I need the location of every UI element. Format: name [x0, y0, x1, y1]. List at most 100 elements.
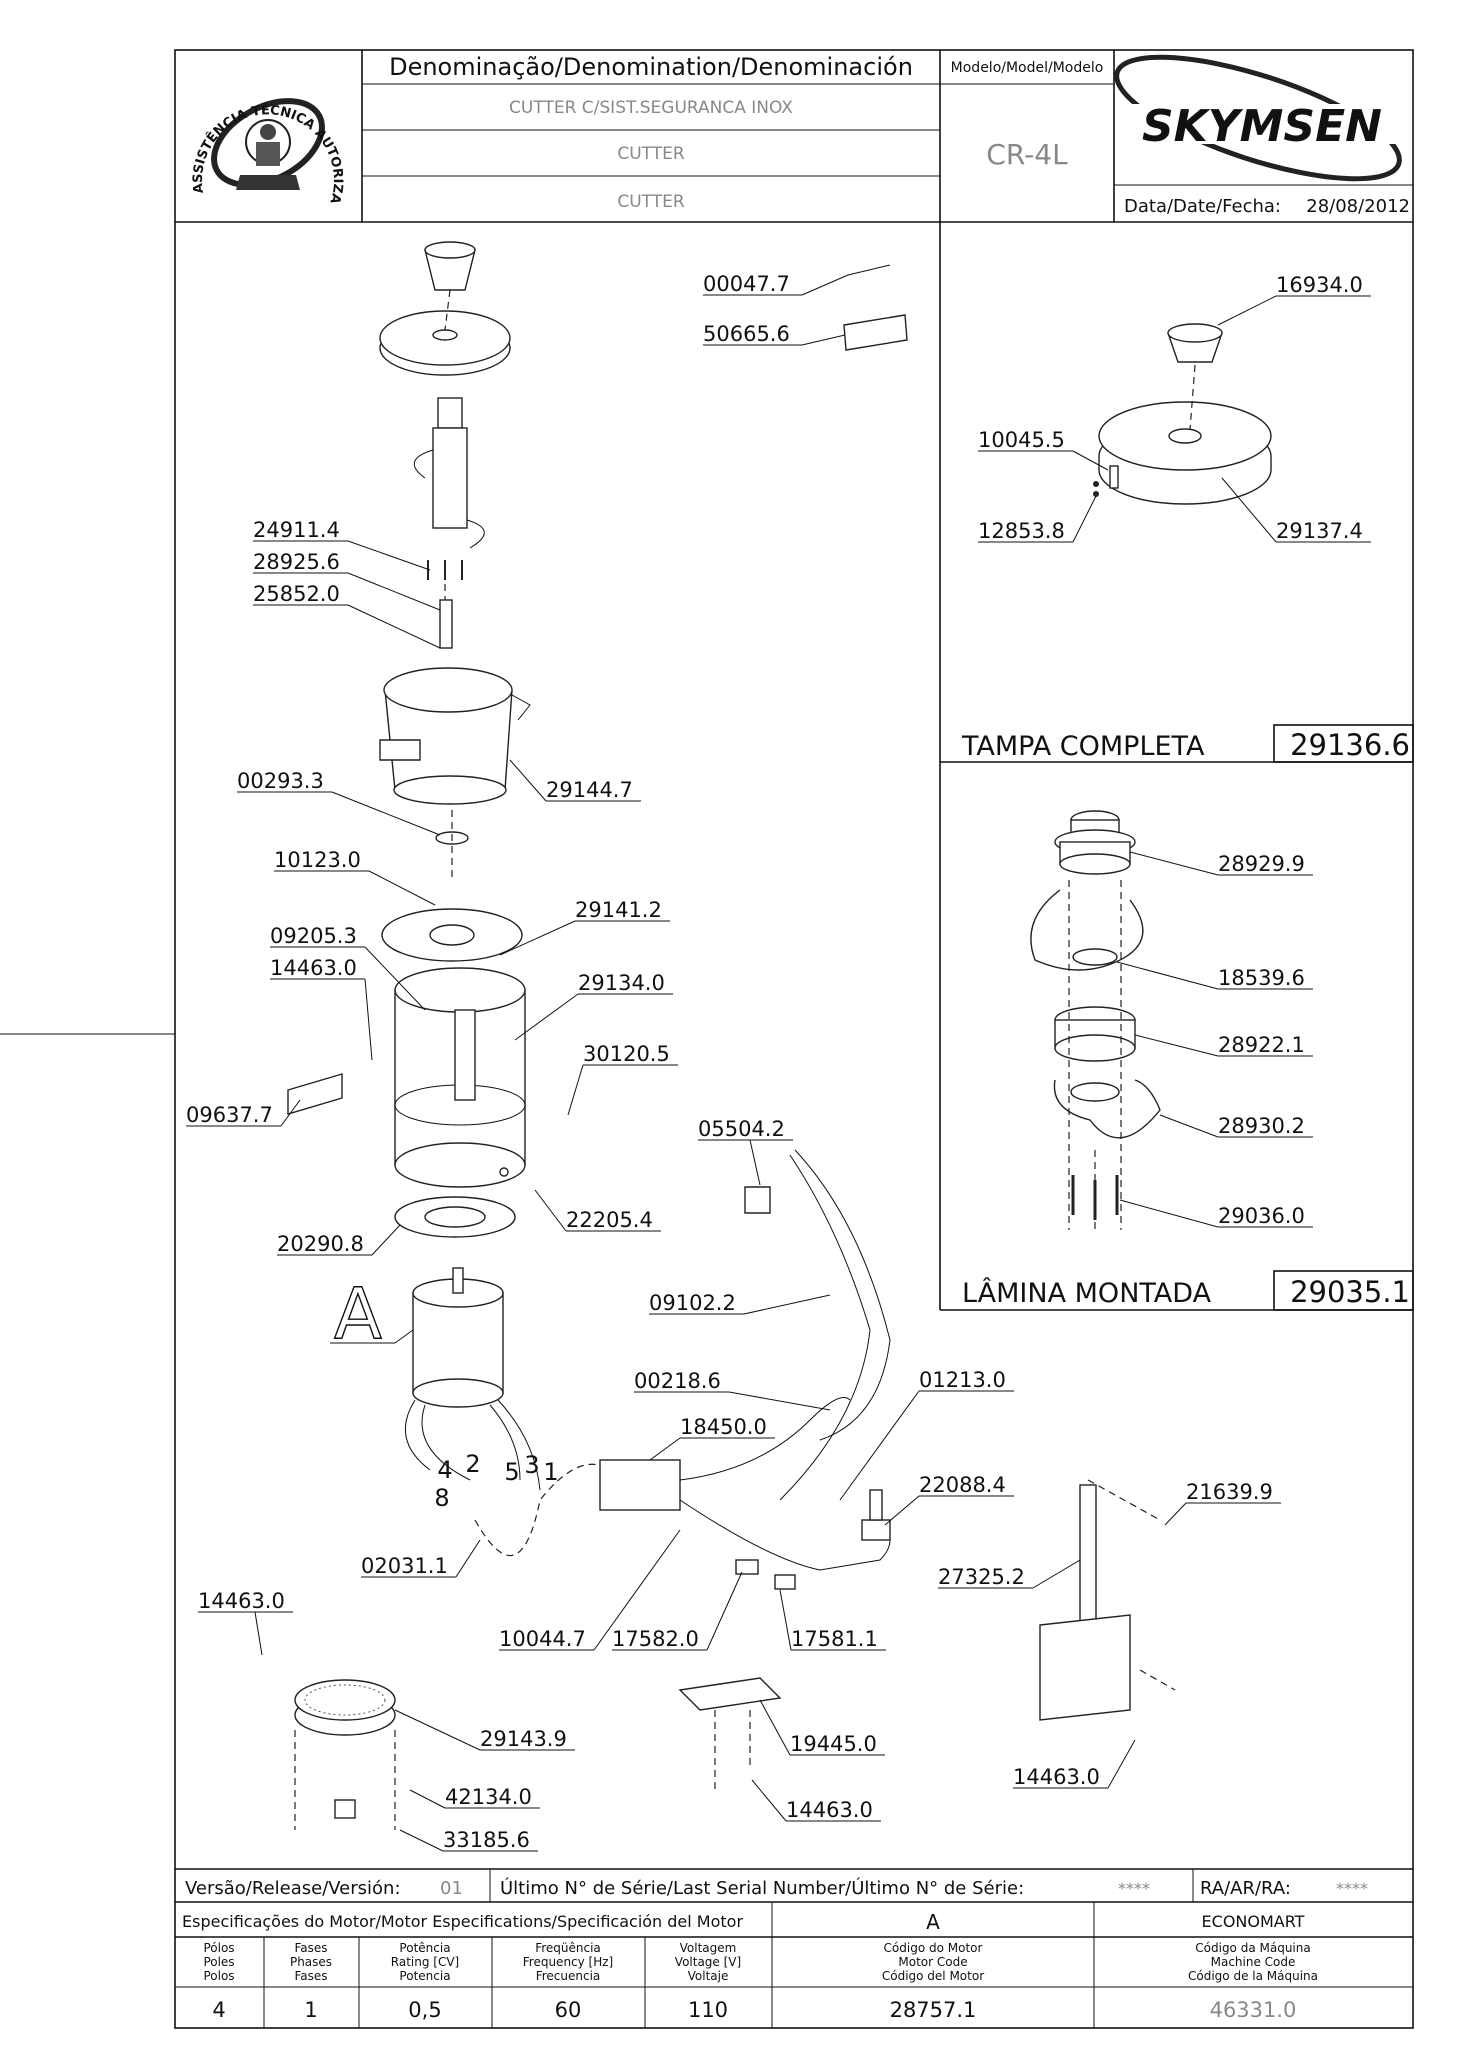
svg-text:12853.8: 12853.8 [978, 519, 1065, 543]
svg-text:00047.7: 00047.7 [703, 272, 790, 296]
part-label: 14463.0 [198, 1589, 293, 1656]
svg-text:Frecuencia: Frecuencia [536, 1969, 601, 1983]
part-label: 28930.2 [1159, 1114, 1313, 1138]
main-part-labels: 00047.7 50665.6 24911.4 28925.6 25852.0 … [186, 272, 1281, 1852]
svg-text:50665.6: 50665.6 [703, 322, 790, 346]
title-block: ASSISTÊNCIA TÉCNICA AUTORIZADA Denominaç… [0, 0, 1413, 222]
motor-label-A: A [334, 1273, 382, 1355]
wire-number: 5 [504, 1458, 519, 1486]
part-label: 01213.0 [839, 1368, 1014, 1501]
part-label: 00293.3 [237, 769, 441, 836]
blade-part-labels: 28929.9 18539.6 28922.1 28930.2 29036.0 [1116, 851, 1313, 1228]
lid-assembly-title: TAMPA COMPLETA [961, 731, 1205, 762]
wire-number: 2 [465, 1450, 480, 1478]
svg-text:00293.3: 00293.3 [237, 769, 324, 793]
date-value: 28/08/2012 [1306, 196, 1410, 217]
part-label: 02031.1 [361, 1539, 481, 1578]
machine-name: ECONOMART [1202, 1912, 1305, 1931]
release-value: 01 [440, 1878, 463, 1899]
serial-value: **** [1118, 1879, 1150, 1898]
svg-text:00218.6: 00218.6 [634, 1369, 721, 1393]
svg-text:Código de la Máquina: Código de la Máquina [1188, 1969, 1318, 1983]
svg-text:29137.4: 29137.4 [1276, 519, 1363, 543]
part-label: 25852.0 [253, 582, 441, 649]
denomination-en: CUTTER [617, 144, 685, 164]
svg-text:01213.0: 01213.0 [919, 1368, 1006, 1392]
part-label: 05504.2 [698, 1117, 793, 1186]
svg-text:Phases: Phases [290, 1955, 332, 1969]
part-label: 10045.5 [978, 428, 1109, 471]
ra-value: **** [1336, 1879, 1368, 1898]
sheet-frame [0, 49, 1414, 2029]
svg-text:24911.4: 24911.4 [253, 518, 340, 542]
svg-text:30120.5: 30120.5 [583, 1042, 670, 1066]
svg-text:25852.0: 25852.0 [253, 582, 340, 606]
part-label: 14463.0 [1013, 1739, 1136, 1789]
spec-values: 4 1 0,5 60 110 28757.1 46331.0 [212, 1998, 1296, 2022]
part-label: 29036.0 [1119, 1199, 1313, 1228]
machine-code-value: 46331.0 [1210, 1998, 1297, 2022]
denomination-label: Denominação/Denomination/Denominación [389, 53, 913, 81]
part-label: 18450.0 [649, 1415, 775, 1461]
part-label: 10044.7 [499, 1529, 681, 1651]
part-label: 24911.4 [253, 518, 431, 571]
part-label: 18539.6 [1116, 961, 1313, 990]
part-label: 27325.2 [938, 1559, 1081, 1589]
brand-name: SKYMSEN [1142, 101, 1382, 152]
part-label: 29143.9 [394, 1709, 575, 1751]
svg-text:Rating [CV]: Rating [CV] [391, 1955, 459, 1969]
part-label: 33185.6 [399, 1828, 538, 1852]
svg-text:22205.4: 22205.4 [566, 1208, 653, 1232]
part-label: 42134.0 [409, 1785, 540, 1809]
blade-assembly-title: LÂMINA MONTADA [962, 1277, 1212, 1309]
svg-text:17581.1: 17581.1 [791, 1627, 878, 1651]
main-exploded-drawing [287, 241, 1176, 1830]
part-label: 09637.7 [186, 1099, 301, 1127]
svg-text:22088.4: 22088.4 [919, 1473, 1006, 1497]
svg-text:02031.1: 02031.1 [361, 1554, 448, 1578]
wire-number: 3 [524, 1451, 539, 1479]
part-label: 17582.0 [612, 1571, 743, 1651]
part-label: 14463.0 [270, 956, 373, 1061]
svg-text:Machine Code: Machine Code [1211, 1955, 1296, 1969]
phases-value: 1 [304, 1998, 317, 2022]
svg-text:Código del Motor: Código del Motor [882, 1969, 984, 1983]
svg-text:28925.6: 28925.6 [253, 550, 340, 574]
svg-text:42134.0: 42134.0 [445, 1785, 532, 1809]
svg-text:28929.9: 28929.9 [1218, 852, 1305, 876]
part-label: 21639.9 [1164, 1480, 1281, 1526]
svg-text:10045.5: 10045.5 [978, 428, 1065, 452]
svg-text:10044.7: 10044.7 [499, 1627, 586, 1651]
part-label: 22205.4 [534, 1189, 661, 1232]
svg-text:14463.0: 14463.0 [198, 1589, 285, 1613]
svg-text:14463.0: 14463.0 [786, 1798, 873, 1822]
svg-text:Fases: Fases [294, 1969, 327, 1983]
svg-text:Potência: Potência [399, 1941, 450, 1955]
part-label: 09102.2 [649, 1291, 831, 1315]
ra-label: RA/AR/RA: [1200, 1878, 1291, 1899]
part-label: 28925.6 [253, 550, 441, 611]
svg-text:21639.9: 21639.9 [1186, 1480, 1273, 1504]
svg-text:29143.9: 29143.9 [480, 1727, 567, 1751]
svg-text:14463.0: 14463.0 [270, 956, 357, 980]
svg-text:Potencia: Potencia [399, 1969, 450, 1983]
svg-text:18450.0: 18450.0 [680, 1415, 767, 1439]
part-label: 20290.8 [277, 1224, 401, 1256]
svg-text:Voltage [V]: Voltage [V] [675, 1955, 741, 1969]
svg-text:Pólos: Pólos [203, 1941, 234, 1955]
part-label: 28929.9 [1129, 851, 1313, 876]
svg-text:Voltagem: Voltagem [680, 1941, 737, 1955]
wire-number: 4 [437, 1456, 452, 1484]
svg-text:Frequency [Hz]: Frequency [Hz] [523, 1955, 614, 1969]
svg-text:18539.6: 18539.6 [1218, 966, 1305, 990]
svg-text:29036.0: 29036.0 [1218, 1204, 1305, 1228]
part-label: 28922.1 [1134, 1033, 1313, 1057]
blade-assembly-code: 29035.1 [1290, 1275, 1410, 1309]
svg-text:19445.0: 19445.0 [790, 1732, 877, 1756]
svg-text:09637.7: 09637.7 [186, 1103, 273, 1127]
date-label: Data/Date/Fecha: [1124, 196, 1281, 217]
right-panels-frame [939, 222, 1414, 1311]
part-label: 17581.1 [779, 1589, 886, 1651]
spec-table-frame [175, 1868, 1413, 2028]
